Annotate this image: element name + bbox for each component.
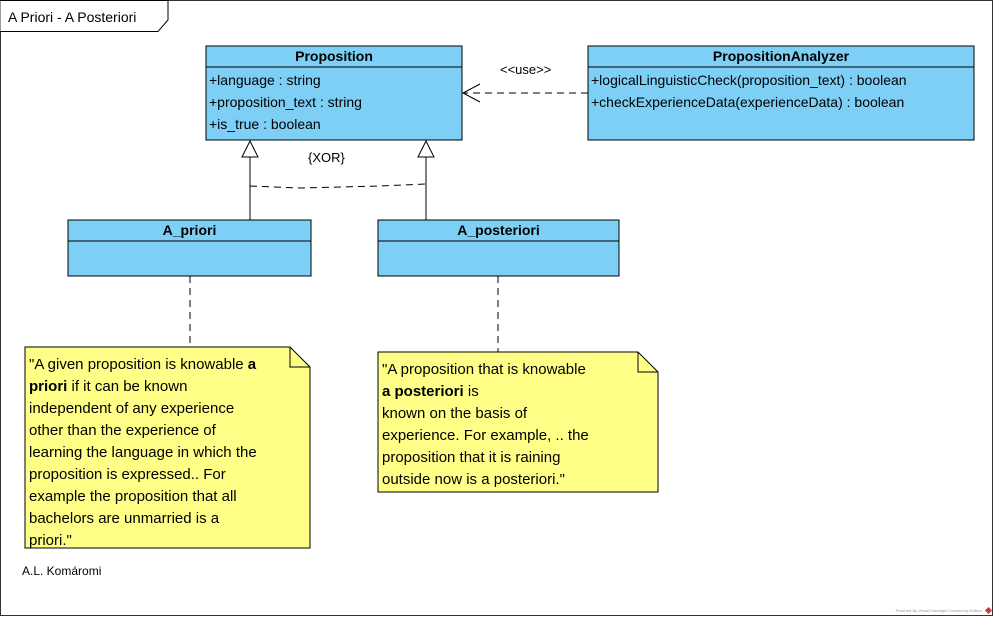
- note-line: experience. For example, .. the: [382, 427, 589, 444]
- attribute-proposition-text: +proposition_text : string: [209, 94, 362, 110]
- note-line: bachelors are unmarried is a: [29, 510, 220, 527]
- operation-check-experience-data: +checkExperienceData(experienceData) : b…: [591, 94, 905, 110]
- a-posteriori-class-box[interactable]: [377, 219, 620, 277]
- attribute-language: +language : string: [209, 72, 321, 88]
- a-priori-note: "A given proposition is knowable a prior…: [29, 354, 309, 552]
- a-priori-class-name: A_priori: [162, 222, 217, 238]
- attribute-is-true: +is_true : boolean: [209, 116, 321, 132]
- xor-constraint-line: [249, 183, 427, 189]
- xor-constraint-label: {XOR}: [308, 150, 345, 165]
- note-line: learning the language in which the: [29, 444, 257, 461]
- analyzer-class-name: PropositionAnalyzer: [712, 48, 850, 64]
- use-stereotype-label: <<use>>: [500, 62, 552, 77]
- a-posteriori-note: "A proposition that is knowable a poster…: [382, 359, 652, 491]
- note-line: priori if it can be known: [29, 378, 188, 395]
- author-label: A.L. Komáromi: [22, 564, 102, 578]
- note-line: outside now is a posteriori.": [382, 471, 565, 488]
- note-line: priori.": [29, 532, 72, 549]
- use-dependency-arrowhead: [461, 83, 481, 103]
- a-posteriori-generalization-arrowhead: [417, 139, 435, 158]
- operation-logical-linguistic-check: +logicalLinguisticCheck(proposition_text…: [591, 72, 907, 88]
- diagram-title: A Priori - A Posteriori: [8, 9, 137, 25]
- analyzer-class: PropositionAnalyzer +logicalLinguisticCh…: [588, 46, 974, 140]
- a-posteriori-note-shape[interactable]: [377, 351, 659, 493]
- note-line: known on the basis of: [382, 405, 528, 422]
- note-line: "A given proposition is knowable a: [29, 356, 257, 373]
- visual-paradigm-logo-icon: [985, 607, 992, 614]
- title-tab-shape: [0, 0, 169, 32]
- note-line: independent of any experience: [29, 400, 235, 417]
- a-priori-generalization-arrowhead: [241, 139, 259, 158]
- proposition-class-name: Proposition: [295, 48, 373, 64]
- proposition-class: Proposition +language : string +proposit…: [206, 46, 462, 140]
- note-line: proposition that it is raining: [382, 449, 561, 466]
- note-line: proposition is expressed.. For: [29, 466, 226, 483]
- a-posteriori-class-name: A_posteriori: [457, 222, 540, 238]
- a-posteriori-class: A_posteriori: [378, 220, 619, 276]
- note-line: example the proposition that all: [29, 488, 237, 505]
- proposition-class-box[interactable]: [205, 45, 463, 141]
- analyzer-class-box[interactable]: [587, 45, 975, 141]
- note-line: other than the experience of: [29, 422, 216, 439]
- note-line: a posteriori is: [382, 383, 479, 400]
- a-priori-note-shape[interactable]: [24, 346, 311, 549]
- note-line: "A proposition that is knowable: [382, 361, 586, 378]
- a-priori-class: A_priori: [68, 220, 311, 276]
- powered-by-label: Powered By Visual Paradigm Community Edi…: [895, 608, 982, 613]
